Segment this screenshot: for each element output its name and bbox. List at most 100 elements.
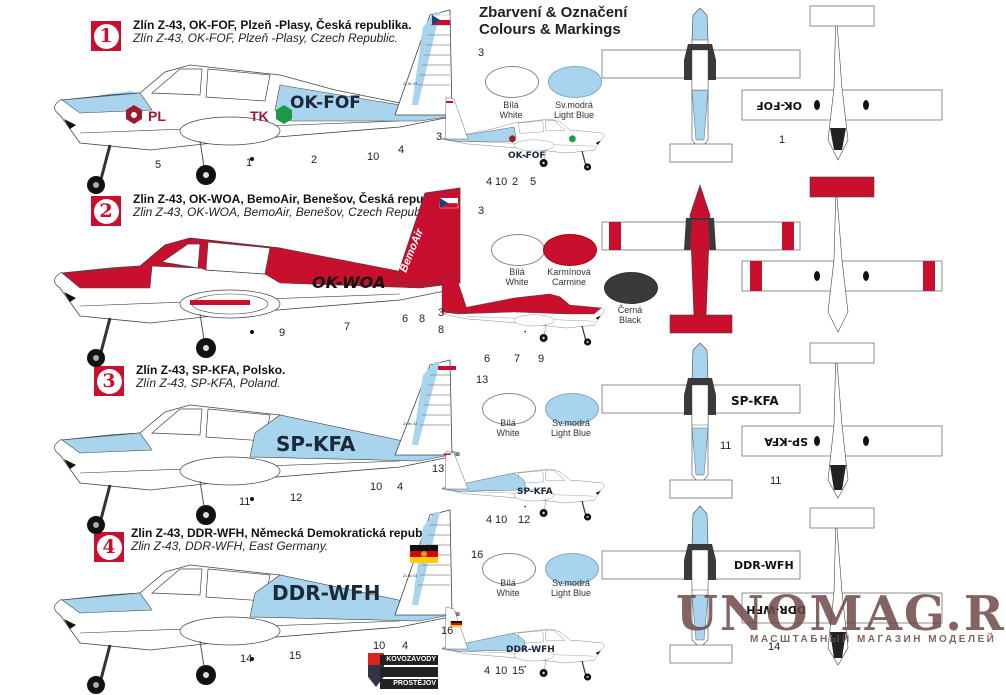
scheme-3-fin-text: ZLIN 43 [403, 421, 418, 426]
scheme-2-side-view: BemoAir OK-WOA [52, 187, 462, 369]
czech-flag-icon [431, 14, 451, 25]
scheme-2-registration: OK-WOA [312, 273, 386, 292]
svg-text:6: 6 [402, 313, 408, 325]
scheme-4-small-callouts: 16 4 10 15 [441, 625, 524, 677]
swatch-1-lightblue [548, 66, 602, 98]
scheme-1-title-cz: Zlín Z-43, OK-FOF, Plzeň -Plasy, Česká r… [133, 18, 412, 32]
scheme-2-small-registration: OK-WOA [500, 335, 530, 342]
svg-text:5: 5 [530, 176, 536, 188]
svg-text:8: 8 [438, 324, 444, 336]
svg-text:16: 16 [441, 625, 453, 637]
svg-text:15: 15 [512, 665, 524, 677]
scheme-3-title-cz: Zlín Z-43, SP-KFA, Polsko. [136, 363, 286, 377]
scheme-1-bottom-registration: OK-FOF [756, 99, 802, 112]
scheme-2-title-en: Zlin Z-43, OK-WOA, BemoAir, Benešov, Cze… [133, 205, 436, 219]
scheme-2-bottom-view [741, 176, 943, 333]
svg-text:4: 4 [486, 514, 492, 526]
scheme-4-small-view [441, 606, 605, 682]
scheme-2-small-callouts: 3 8 6 7 9 [438, 307, 544, 365]
scheme-4-bottom-view: DDR-WFH [741, 507, 943, 666]
scheme-2-badge: 2 [91, 196, 121, 226]
logo-line2: PROSTĚJOV [380, 679, 438, 689]
svg-text:6: 6 [484, 353, 490, 365]
watermark-title: UNOMAG.RU [676, 586, 1006, 642]
scheme-3-small-callouts: 13 4 10 12 [432, 463, 530, 526]
scheme-4-title-cz: Zlin Z-43, DDR-WFH, Německá Demokratická… [131, 526, 446, 540]
svg-text:10: 10 [495, 665, 507, 677]
swatch-2-black [604, 272, 658, 304]
scheme-1-marking-tk: TK [250, 108, 269, 124]
scheme-3-top-view: SP-KFA [601, 342, 801, 499]
swatch-2-carmine [543, 234, 597, 266]
scheme-4-top-callout: 14 [768, 641, 780, 653]
scheme-4-small-registration: DDR-WFH [506, 645, 555, 655]
kovozavody-logo: KOVOZÁVODY PROSTĚJOV [364, 653, 438, 691]
svg-text:13: 13 [432, 463, 444, 475]
scheme-1-top-view [601, 7, 801, 163]
heading-cz: Zbarvení & Označení [479, 4, 628, 21]
scheme-1-small-view [441, 96, 605, 172]
swatch-3-lightblue [545, 393, 599, 425]
scheme-4-title-en: Zlin Z-43, DDR-WFH, East Germany. [131, 539, 329, 553]
svg-text:9: 9 [279, 327, 285, 339]
scheme-3-top-callouts: 11 11 [720, 440, 781, 487]
svg-text:4: 4 [484, 665, 490, 677]
scheme-3-small-registration: SP-KFA [517, 487, 553, 497]
svg-text:3: 3 [438, 307, 444, 319]
scheme-3-bottom-view: SP-KFA [741, 342, 943, 499]
scheme-4-top-view: DDR-WFH [601, 505, 801, 664]
scheme-3-title-en: Zlín Z-43, SP-KFA, Poland. [136, 376, 281, 390]
scheme-3-top-registration: SP-KFA [731, 394, 779, 408]
scheme-1-registration: OK-FOF [290, 93, 361, 113]
svg-text:11: 11 [239, 496, 250, 508]
scheme-3-side-view: ZLIN 43 SP-KFA [52, 359, 462, 536]
svg-text:10: 10 [373, 640, 385, 652]
scheme-1-title-en: Zlín Z-43, OK-FOF, Plzeň -Plasy, Czech R… [133, 31, 398, 45]
swatch-2-white [491, 234, 545, 266]
svg-text:10: 10 [495, 514, 507, 526]
scheme-3-badge: 3 [94, 366, 124, 396]
scheme-2-title-cz: Zlin Z-43, OK-WOA, BemoAir, Benešov, Čes… [133, 192, 455, 206]
svg-text:3: 3 [478, 205, 484, 217]
svg-text:12: 12 [290, 492, 302, 504]
svg-text:4: 4 [402, 640, 408, 652]
scheme-4-top-registration: DDR-WFH [734, 559, 794, 572]
scheme-3-registration: SP-KFA [276, 432, 356, 456]
svg-text:1: 1 [246, 157, 252, 169]
svg-text:4: 4 [486, 176, 492, 188]
logo-line1: KOVOZÁVODY [380, 655, 438, 665]
swatch-3-white [482, 393, 536, 425]
czech-flag-icon [439, 198, 459, 209]
svg-text:12: 12 [518, 514, 530, 526]
swatch-4-lightblue [545, 553, 599, 585]
svg-text:15: 15 [289, 650, 301, 662]
scheme-3-small-view [441, 450, 605, 522]
scheme-3-callouts: 11 12 10 4 13 [239, 374, 488, 508]
svg-text:4: 4 [397, 481, 403, 493]
heading-en: Colours & Markings [479, 21, 621, 38]
scheme-1-top-callout: 1 [779, 134, 785, 146]
scheme-1-bottom-view: OK-FOF [741, 5, 943, 161]
svg-text:16: 16 [471, 549, 483, 561]
svg-text:9: 9 [538, 353, 544, 365]
svg-text:7: 7 [514, 353, 520, 365]
scheme-1-marking-pl: PL [148, 108, 166, 124]
scheme-1-small-registration: OK-FOF [508, 151, 546, 161]
scheme-3-bottom-registration: SP-KFA [764, 435, 808, 448]
scheme-4-bottom-registration: DDR-WFH [746, 603, 806, 616]
svg-text:13: 13 [476, 374, 488, 386]
scheme-2-small-view [441, 273, 605, 347]
svg-text:2: 2 [311, 154, 317, 166]
scheme-4-registration: DDR-WFH [272, 581, 380, 605]
gdr-flag-icon [410, 545, 438, 563]
swatch-1-white [485, 66, 539, 98]
scheme-1-callouts: 5 1 2 10 4 3 [155, 47, 484, 171]
svg-text:10: 10 [370, 481, 382, 493]
